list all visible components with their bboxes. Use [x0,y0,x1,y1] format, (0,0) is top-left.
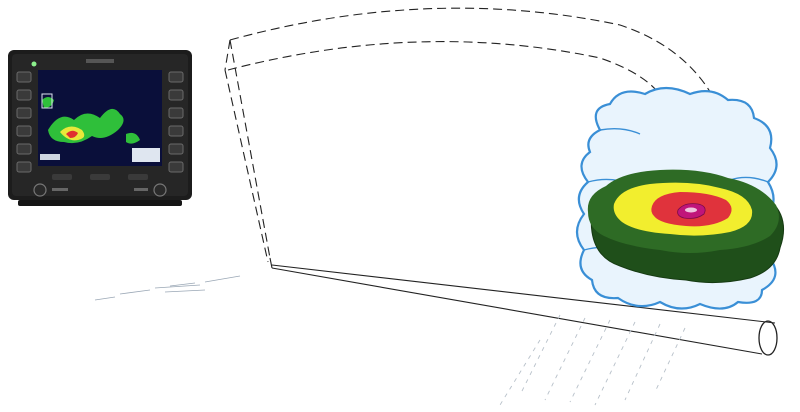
scan-arc-left-edge [225,40,230,70]
lower-scan-arc [228,42,665,102]
beam-origin-edge [270,258,272,268]
scan-volume-edges [225,40,270,262]
beam-end-ring [759,321,777,355]
storm-cell-core-highlight [685,208,697,213]
ground-clutter-marks [95,276,240,300]
precipitation-streaks [500,315,685,405]
